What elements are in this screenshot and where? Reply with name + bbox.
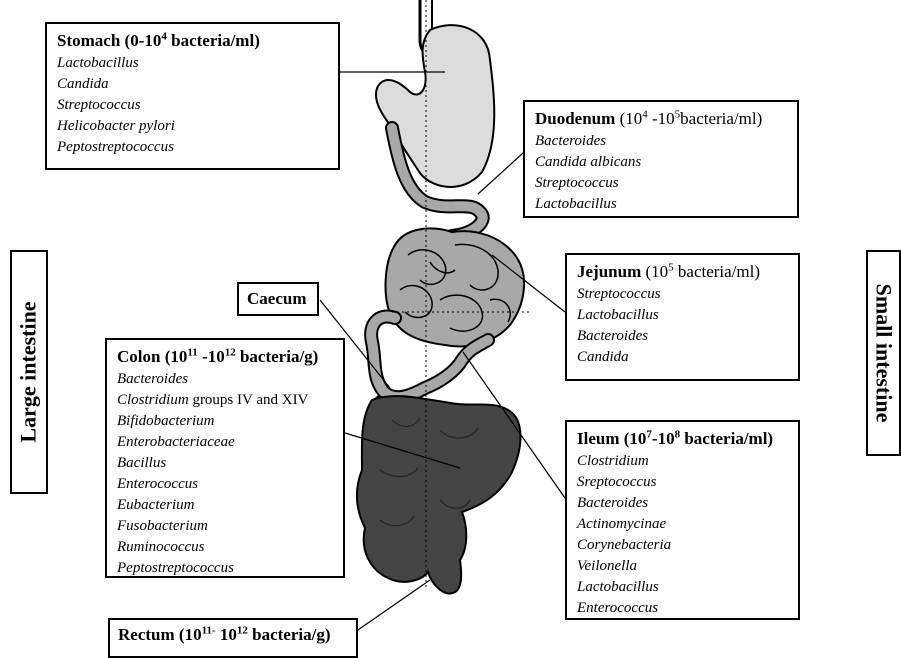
- rectum-title: Rectum (1011- 1012 bacteria/g): [118, 623, 348, 647]
- stomach-item: Candida: [57, 74, 330, 95]
- colon-item: Ruminococcus: [117, 537, 335, 558]
- jejunum-item: Bacteroides: [577, 326, 790, 347]
- colon-item: Eubacterium: [117, 495, 335, 516]
- caecum-title: Caecum: [247, 287, 309, 311]
- colon-item: Peptostreptococcus: [117, 558, 335, 579]
- colon-item: Bacillus: [117, 453, 335, 474]
- stomach-item: Lactobacillus: [57, 53, 330, 74]
- duodenum-item: Lactobacillus: [535, 194, 789, 215]
- small-intestine-side-label: Small intestine: [866, 250, 901, 456]
- ileum-item: Clostridium: [577, 451, 790, 472]
- small-intestine-organ: [386, 228, 525, 346]
- colon-item: Enterobacteriaceae: [117, 432, 335, 453]
- ileum-item: Sreptococcus: [577, 472, 790, 493]
- duodenum-item: Candida albicans: [535, 152, 789, 173]
- stomach-title: Stomach (0-104 bacteria/ml): [57, 29, 330, 53]
- duodenum-title: Duodenum (104 -105bacteria/ml): [535, 107, 789, 131]
- stomach-item: Streptococcus: [57, 95, 330, 116]
- ileum-item: Enterococcus: [577, 598, 790, 619]
- stomach-item: Helicobacter pylori: [57, 116, 330, 137]
- colon-item: Clostridium groups IV and XIV: [117, 390, 335, 411]
- large-intestine-side-label: Large intestine: [10, 250, 48, 494]
- ileum-item: Veilonella: [577, 556, 790, 577]
- colon-item: Bacteroides: [117, 369, 335, 390]
- jejunum-item: Lactobacillus: [577, 305, 790, 326]
- ileum-item: Corynebacteria: [577, 535, 790, 556]
- jejunum-item: Streptococcus: [577, 284, 790, 305]
- stomach-item: Peptostreptococcus: [57, 137, 330, 158]
- ileum-item: Lactobacillus: [577, 577, 790, 598]
- duodenum-item: Bacteroides: [535, 131, 789, 152]
- jejunum-box: Jejunum (105 bacteria/ml) Streptococcus …: [565, 253, 800, 381]
- ileum-item: Bacteroides: [577, 493, 790, 514]
- jejunum-item: Candida: [577, 347, 790, 368]
- colon-item: Enterococcus: [117, 474, 335, 495]
- colon-item: Fusobacterium: [117, 516, 335, 537]
- duodenum-item: Streptococcus: [535, 173, 789, 194]
- colon-title: Colon (1011 -1012 bacteria/g): [117, 345, 335, 369]
- caecum-box: Caecum: [237, 282, 319, 316]
- ileum-item: Actinomycinae: [577, 514, 790, 535]
- leader-rectum: [355, 580, 430, 632]
- ileum-box: Ileum (107-108 bacteria/ml) Clostridium …: [565, 420, 800, 620]
- colon-box: Colon (1011 -1012 bacteria/g) Bacteroide…: [105, 338, 345, 578]
- duodenum-box: Duodenum (104 -105bacteria/ml) Bacteroid…: [523, 100, 799, 218]
- large-intestine-organ: [357, 396, 521, 593]
- rectum-box: Rectum (1011- 1012 bacteria/g): [108, 618, 358, 658]
- jejunum-title: Jejunum (105 bacteria/ml): [577, 260, 790, 284]
- colon-item: Bifidobacterium: [117, 411, 335, 432]
- stomach-box: Stomach (0-104 bacteria/ml) Lactobacillu…: [45, 22, 340, 170]
- ileum-title: Ileum (107-108 bacteria/ml): [577, 427, 790, 451]
